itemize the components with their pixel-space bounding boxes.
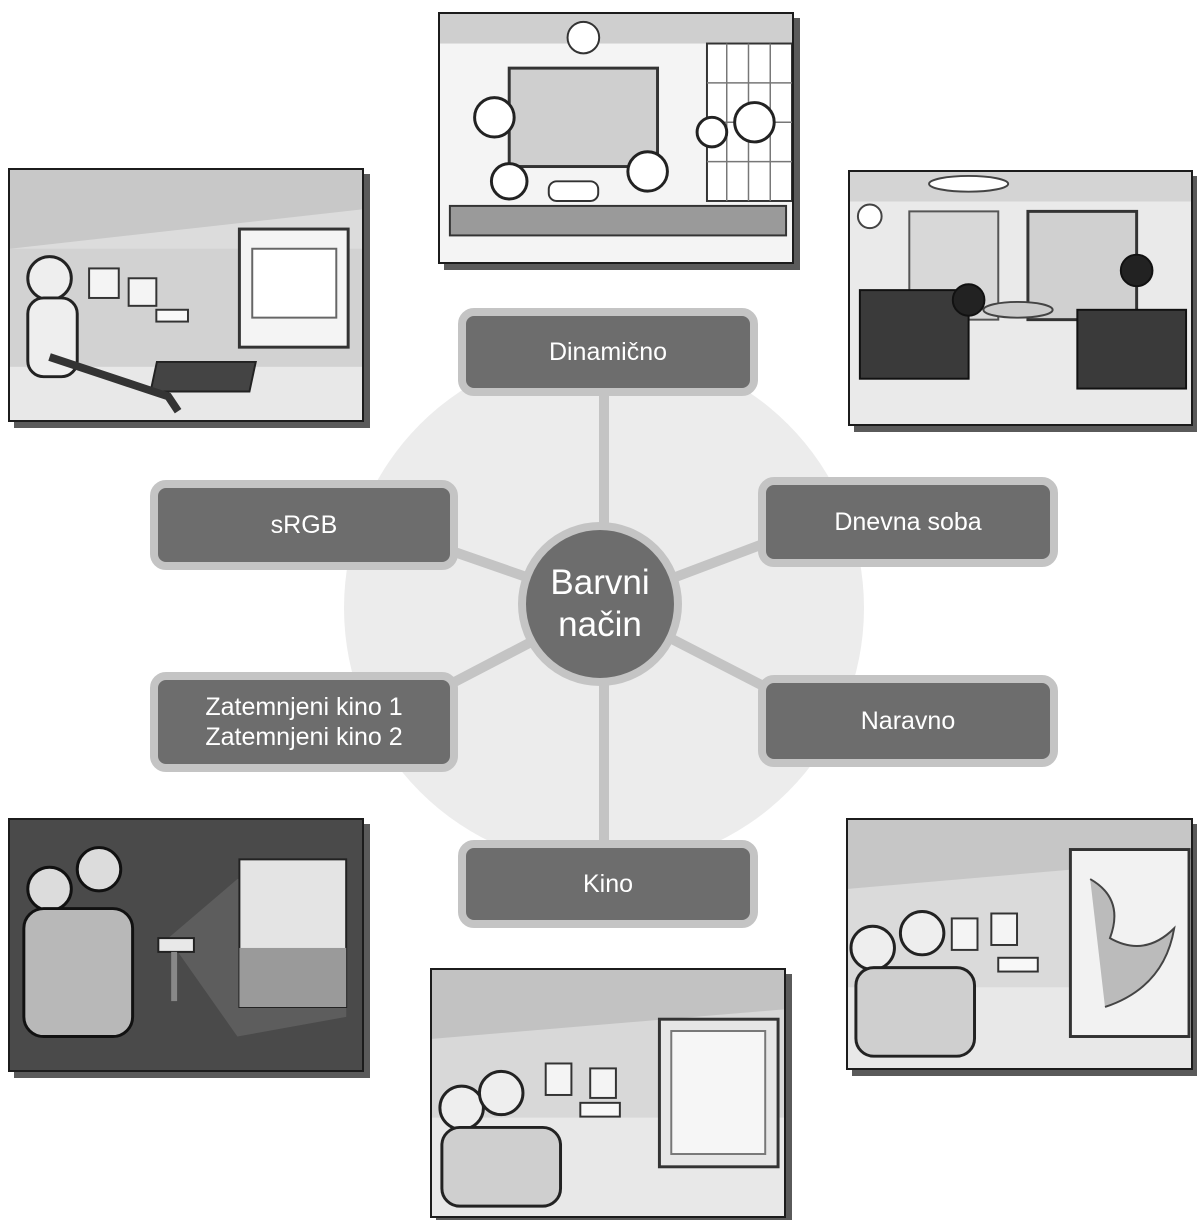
mode-living-room-label: Dnevna soba <box>834 508 982 536</box>
dark-room-cinema-illustration <box>8 818 364 1072</box>
center-color-mode: Barvni način <box>518 522 682 686</box>
mode-cinema-label: Kino <box>582 870 634 898</box>
mode-living-room: Dnevna soba <box>758 477 1058 567</box>
mode-dynamic-label: Dinamično <box>548 338 668 366</box>
mode-natural-label: Naravno <box>860 707 956 735</box>
mode-cinema: Kino <box>458 840 758 928</box>
center-label-line1: Barvni <box>550 563 650 602</box>
mode-dark-cinema: Zatemnjeni kino 1 Zatemnjeni kino 2 <box>150 672 458 772</box>
mode-dynamic: Dinamično <box>458 308 758 396</box>
mode-dark-cinema-1-label: Zatemnjeni kino 1 <box>205 693 403 721</box>
sports-living-room-illustration <box>848 170 1193 426</box>
mode-srgb-label: sRGB <box>270 511 338 539</box>
mode-srgb: sRGB <box>150 480 458 570</box>
japanese-room-family-illustration <box>438 12 794 264</box>
center-label-line2: način <box>558 605 642 644</box>
mode-dark-cinema-2-label: Zatemnjeni kino 2 <box>205 723 403 751</box>
natural-room-illustration <box>846 818 1193 1070</box>
cinema-room-illustration <box>430 968 786 1218</box>
presentation-room-illustration <box>8 168 364 422</box>
mode-natural: Naravno <box>758 675 1058 767</box>
